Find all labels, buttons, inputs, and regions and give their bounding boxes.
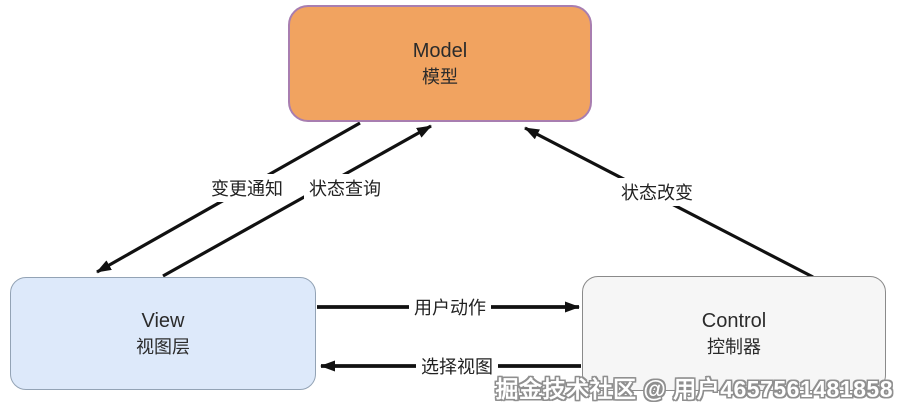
node-view-subtitle: 视图层 bbox=[136, 336, 190, 357]
edge-label-change-notify: 变更通知 bbox=[206, 174, 288, 202]
node-control-subtitle: 控制器 bbox=[707, 336, 761, 357]
node-model-subtitle: 模型 bbox=[422, 66, 458, 87]
node-model: Model 模型 bbox=[288, 5, 592, 122]
watermark: 掘金技术社区 @ 用户4657561481858 bbox=[495, 376, 893, 402]
edge-label-user-action: 用户动作 bbox=[409, 293, 491, 321]
node-model-title: Model bbox=[412, 39, 468, 62]
edge-label-state-change: 状态改变 bbox=[616, 178, 698, 206]
node-control-title: Control bbox=[701, 309, 767, 332]
node-control: Control 控制器 bbox=[582, 276, 886, 391]
edge-label-state-query: 状态查询 bbox=[304, 174, 386, 202]
edge-label-select-view: 选择视图 bbox=[416, 352, 498, 380]
arrow-state-query bbox=[162, 124, 432, 278]
node-view: View 视图层 bbox=[10, 277, 316, 390]
node-view-title: View bbox=[141, 309, 185, 332]
